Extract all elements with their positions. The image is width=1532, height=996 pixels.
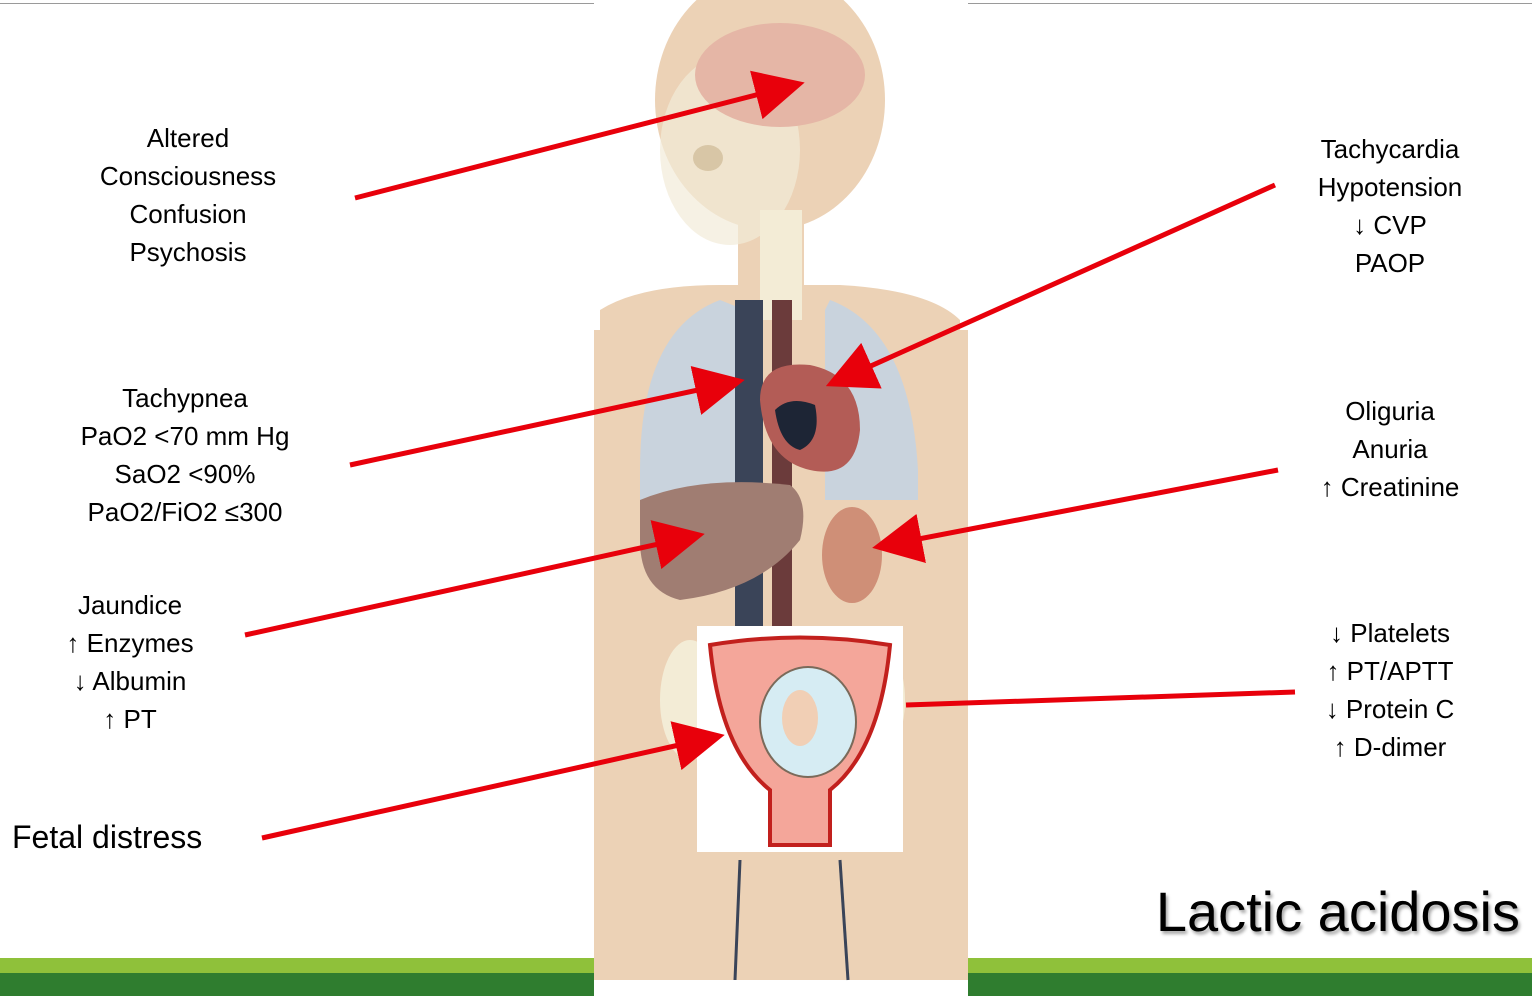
liver-line: ↓ Albumin	[40, 662, 220, 700]
coagulation-line: ↑ D-dimer	[1300, 728, 1480, 766]
liver-line: Jaundice	[40, 586, 220, 624]
liver-symptoms: Jaundice ↑ Enzymes ↓ Albumin ↑ PT	[40, 586, 220, 738]
coagulation-line: ↑ PT/APTT	[1300, 652, 1480, 690]
coagulation-line: ↓ Protein C	[1300, 690, 1480, 728]
liver-line: ↑ Enzymes	[40, 624, 220, 662]
brain-line: Altered	[88, 119, 288, 157]
brain-line: Consciousness	[88, 157, 288, 195]
kidney-line: Anuria	[1290, 430, 1490, 468]
coagulation-symptoms: ↓ Platelets ↑ PT/APTT ↓ Protein C ↑ D-di…	[1300, 614, 1480, 766]
lung-line: Tachypnea	[40, 379, 330, 417]
page-title: Lactic acidosis	[1156, 880, 1520, 944]
brain-icon	[695, 23, 865, 127]
kidney-line: Oliguria	[1290, 392, 1490, 430]
uterus-fetus-inset	[697, 626, 903, 852]
lung-symptoms: Tachypnea PaO2 <70 mm Hg SaO2 <90% PaO2/…	[40, 379, 330, 531]
lung-line: PaO2 <70 mm Hg	[40, 417, 330, 455]
kidney-symptoms: Oliguria Anuria ↑ Creatinine	[1290, 392, 1490, 506]
lung-line: SaO2 <90%	[40, 455, 330, 493]
brain-line: Confusion	[88, 195, 288, 233]
kidney-line: ↑ Creatinine	[1290, 468, 1490, 506]
coagulation-line: ↓ Platelets	[1300, 614, 1480, 652]
heart-symptoms: Tachycardia Hypotension ↓ CVP PAOP	[1290, 130, 1490, 282]
footer-bar-right	[968, 958, 1532, 996]
fetal-distress-label: Fetal distress	[12, 818, 202, 856]
heart-line: Tachycardia	[1290, 130, 1490, 168]
heart-line: ↓ CVP	[1290, 206, 1490, 244]
kidney-icon	[822, 507, 882, 603]
heart-line: PAOP	[1290, 244, 1490, 282]
brain-line: Psychosis	[88, 233, 288, 271]
footer-bar-left	[0, 958, 594, 996]
heart-line: Hypotension	[1290, 168, 1490, 206]
brain-symptoms: Altered Consciousness Confusion Psychosi…	[88, 119, 288, 271]
lung-line: PaO2/FiO2 ≤300	[40, 493, 330, 531]
liver-line: ↑ PT	[40, 700, 220, 738]
